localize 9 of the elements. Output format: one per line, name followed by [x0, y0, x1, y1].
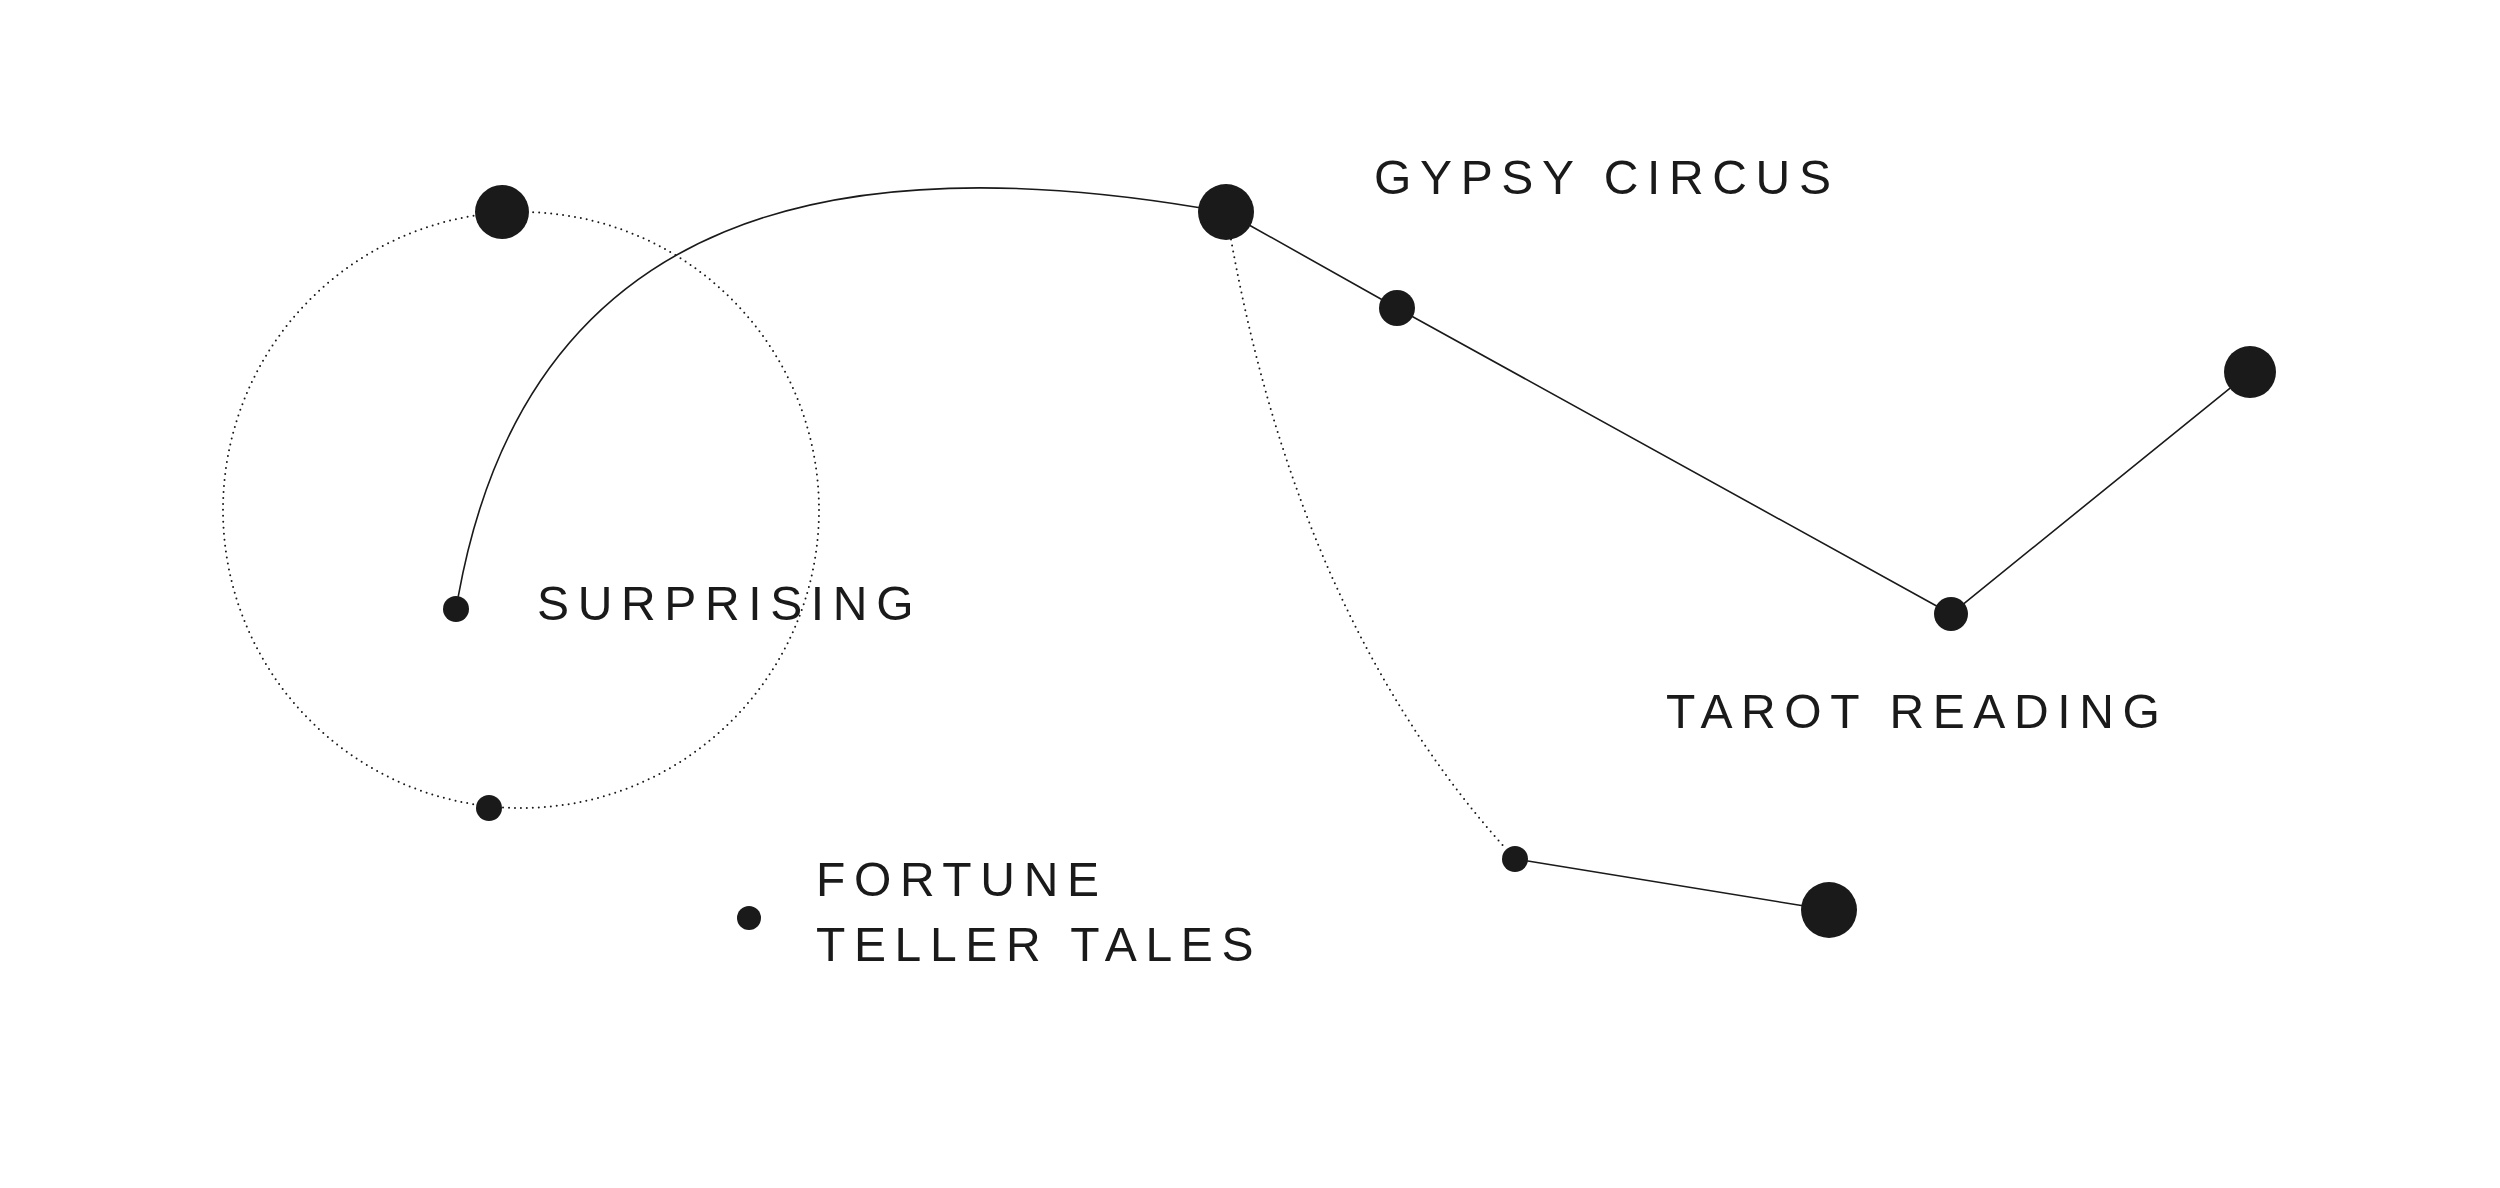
connector-line	[1411, 315, 1937, 607]
connector-line	[457, 187, 1200, 597]
connector-line	[1963, 387, 2231, 605]
dot-label: GYPSY CIRCUS	[1374, 150, 1841, 206]
connector-line	[1527, 860, 1803, 907]
dot-label: SURPRISING	[537, 576, 924, 632]
dot-label: FORTUNE TELLER TALES	[816, 852, 1264, 973]
connector-line	[1249, 224, 1383, 300]
dot-label: TAROT READING	[1666, 684, 2170, 740]
